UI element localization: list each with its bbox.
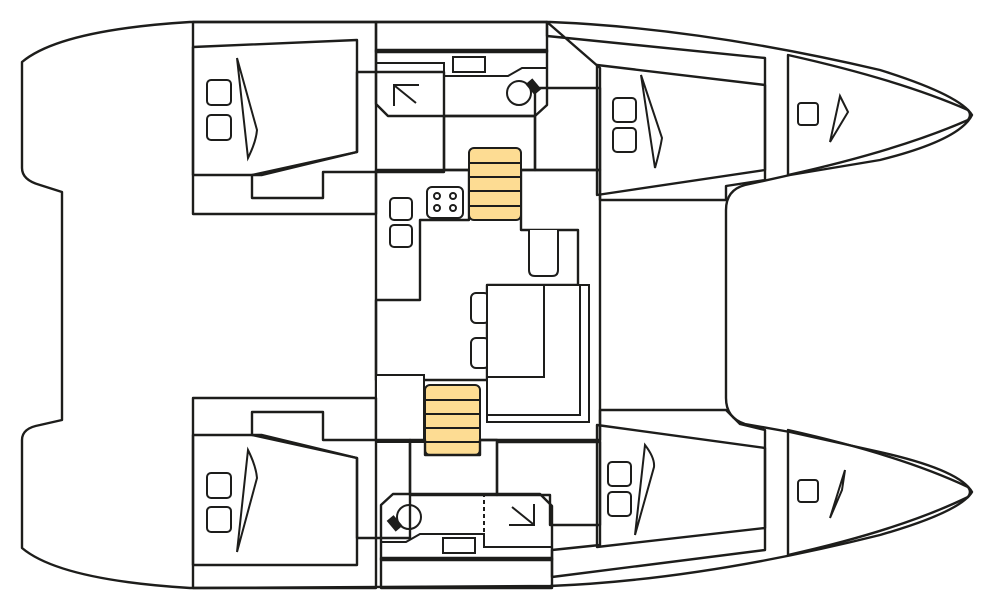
stairs-icon	[468, 147, 522, 221]
cooktop-icon	[426, 186, 464, 219]
upper-bathroom	[374, 20, 549, 118]
shower-icon	[509, 504, 535, 526]
lower-right-cabin-frame	[550, 408, 767, 579]
lower-right-berth	[595, 423, 767, 549]
bathroom-floor	[379, 492, 554, 562]
lower-bow-locker	[786, 428, 972, 557]
lower-galley-block	[375, 374, 425, 443]
sink-icon	[389, 224, 413, 248]
salon	[374, 114, 602, 456]
table-icon	[486, 284, 545, 378]
pillow-icon	[206, 472, 232, 499]
bathroom-frame	[379, 556, 554, 590]
lower-left-passage	[250, 410, 412, 540]
pillow-icon	[206, 506, 232, 533]
bow-sheet-icon	[829, 93, 850, 143]
toilet-icon	[506, 80, 532, 106]
pillow-icon	[206, 79, 232, 106]
bed-sheet-icon	[640, 74, 664, 169]
upper-left-berth	[191, 38, 359, 177]
bed-sheet-icon	[236, 57, 259, 162]
bathroom-frame	[374, 20, 549, 54]
lower-bathroom	[379, 492, 554, 590]
bed-sheet-icon	[236, 446, 259, 553]
pillow-icon	[607, 491, 632, 517]
toilet-tank-icon	[386, 515, 403, 532]
upper-right-berth	[595, 63, 767, 197]
bed-sheet-icon	[634, 442, 656, 536]
toilet-tank-icon	[525, 78, 542, 95]
stairs-icon	[424, 384, 481, 456]
upper-bow-locker	[786, 53, 972, 177]
fridge-cabinet	[528, 230, 559, 277]
upper-right-passage	[533, 86, 602, 172]
pillow-icon	[607, 461, 632, 487]
pillow-icon	[612, 127, 637, 153]
burner-icon	[433, 192, 441, 200]
lower-hull	[191, 396, 972, 590]
bow-hatch-icon	[797, 102, 819, 126]
upper-right-cabin-frame	[545, 20, 767, 202]
bathroom-floor	[374, 48, 549, 118]
lower-left-berth	[191, 433, 359, 567]
upper-left-passage	[250, 70, 446, 200]
burner-icon	[449, 192, 457, 200]
sink-icon	[389, 197, 413, 221]
sink-icon	[452, 56, 486, 73]
burner-icon	[433, 204, 441, 212]
sink-icon	[442, 537, 476, 554]
burner-icon	[449, 204, 457, 212]
pillow-icon	[206, 114, 232, 141]
lower-right-passage	[495, 440, 602, 527]
bathroom-counter	[376, 62, 547, 77]
upper-hull	[191, 20, 972, 216]
shower-icon	[393, 84, 419, 106]
bow-hatch-icon	[797, 479, 819, 503]
bow-sheet-icon	[829, 469, 846, 519]
hull-outline	[20, 20, 974, 590]
bathroom-counter	[381, 533, 552, 548]
toilet-icon	[396, 504, 422, 530]
pillow-icon	[612, 97, 637, 123]
